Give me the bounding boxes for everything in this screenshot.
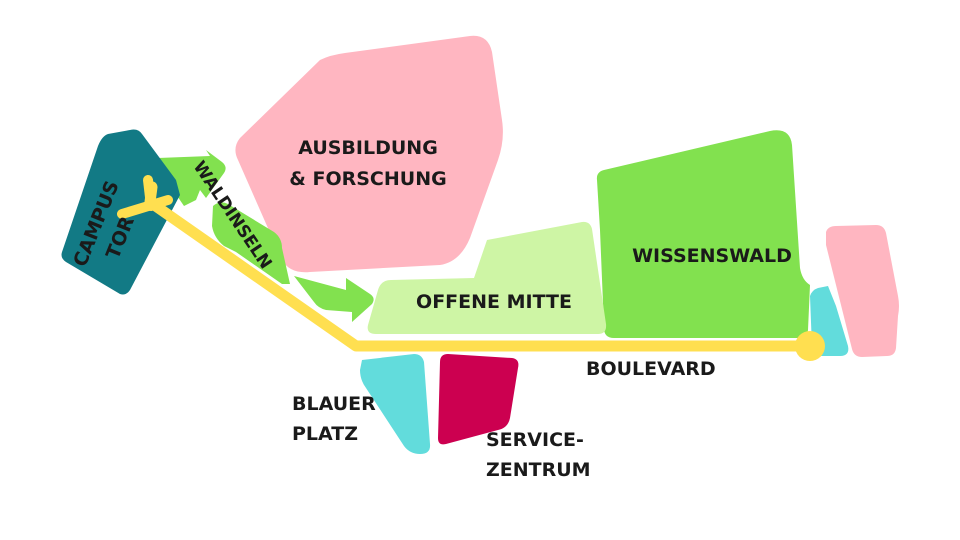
- label-ausbildung-line2: & FORSCHUNG: [289, 168, 446, 190]
- area-blauer-platz[interactable]: [360, 354, 431, 454]
- label-blauer-platz-line2: PLATZ: [292, 423, 358, 445]
- label-blauer-platz-line1: BLAUER: [292, 393, 376, 415]
- area-waldinseln-middle[interactable]: [212, 202, 290, 284]
- area-wissenswald[interactable]: [596, 130, 810, 338]
- boulevard-gate-stem: [143, 175, 156, 211]
- label-wissenswald: WISSENSWALD: [632, 245, 792, 267]
- label-servicezentrum-line2: ZENTRUM: [486, 459, 591, 481]
- area-offene-mitte[interactable]: [367, 221, 607, 334]
- boulevard-end-marker[interactable]: [795, 331, 825, 361]
- label-servicezentrum-line1: SERVICE-: [486, 429, 584, 451]
- area-ausbildung-forschung[interactable]: [235, 35, 503, 273]
- label-ausbildung-line1: AUSBILDUNG: [298, 137, 438, 159]
- area-waldinseln-arrow[interactable]: [294, 276, 374, 322]
- area-pink-east[interactable]: [826, 225, 899, 357]
- boulevard-gate-bar: [117, 195, 173, 219]
- label-boulevard: BOULEVARD: [586, 358, 716, 380]
- label-offene-mitte: OFFENE MITTE: [416, 291, 572, 313]
- area-servicezentrum[interactable]: [438, 354, 519, 445]
- boulevard-path[interactable]: [117, 175, 825, 361]
